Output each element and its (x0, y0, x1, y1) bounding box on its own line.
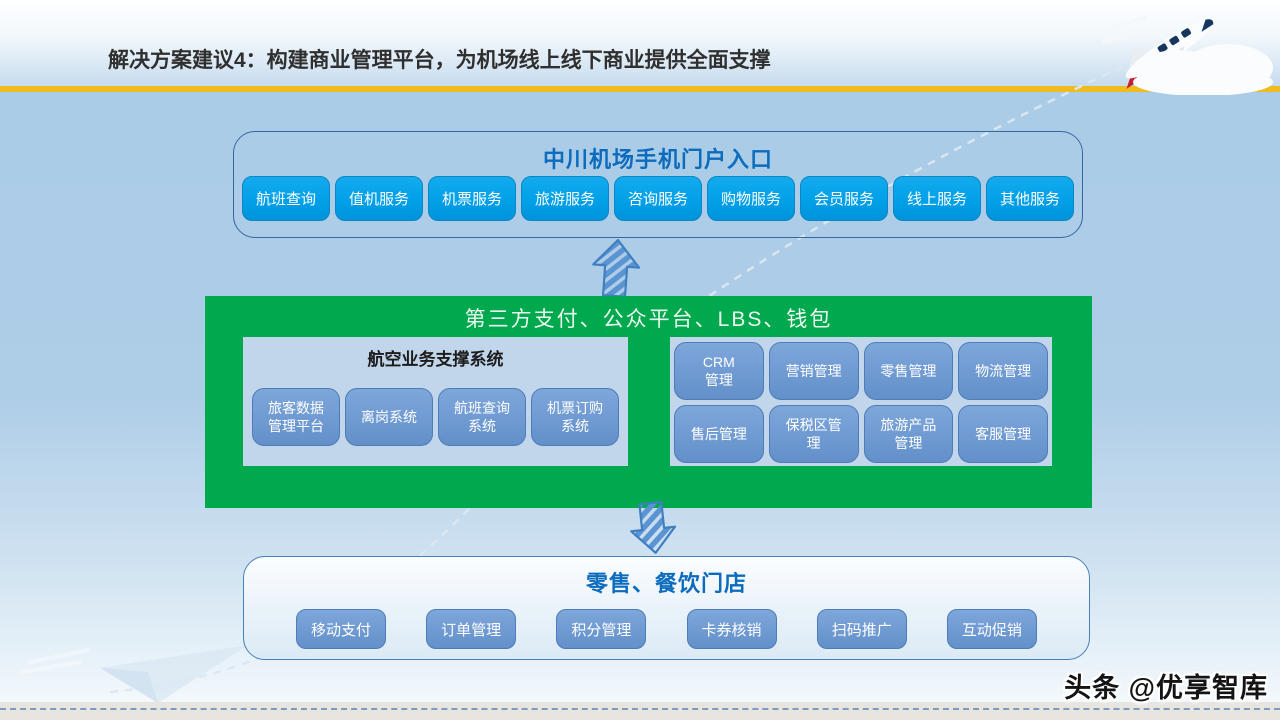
portal-service-button: 其他服务 (986, 176, 1074, 221)
portal-box: 中川机场手机门户入口 航班查询值机服务机票服务旅游服务咨询服务购物服务会员服务线… (233, 131, 1083, 238)
business-module-button: 保税区管 理 (768, 405, 859, 463)
business-module-button: CRM 管理 (674, 342, 764, 400)
store-function-button: 积分管理 (556, 609, 647, 649)
portal-service-button: 值机服务 (335, 176, 423, 221)
business-module-button: 零售管理 (863, 342, 954, 400)
portal-service-button: 购物服务 (707, 176, 795, 221)
portal-service-button: 线上服务 (893, 176, 981, 221)
store-function-button: 订单管理 (426, 609, 517, 649)
aviation-system-button: 航班查询 系统 (438, 388, 526, 446)
business-module-button: 客服管理 (958, 405, 1048, 463)
store-function-button: 移动支付 (296, 609, 386, 649)
portal-service-button: 航班查询 (242, 176, 330, 221)
aviation-panel-title: 航空业务支撑系统 (367, 350, 504, 369)
footer-strip (0, 702, 1280, 720)
portal-title: 中川机场手机门户入口 (542, 147, 773, 172)
platform-title: 第三方支付、公众平台、LBS、钱包 (464, 308, 833, 331)
paper-plane-icon (20, 645, 248, 703)
platform-box: 第三方支付、公众平台、LBS、钱包 航空业务支撑系统 旅客数据 管理平台离岗系统… (205, 296, 1092, 508)
plane-cockpit (1201, 19, 1214, 32)
portal-service-button: 会员服务 (800, 176, 888, 221)
aviation-support-panel: 航空业务支撑系统 旅客数据 管理平台离岗系统航班查询 系统机票订购 系统 (243, 337, 628, 466)
stores-box: 零售、餐饮门店 移动支付订单管理积分管理卡券核销扫码推广互动促销 (243, 556, 1090, 660)
business-button-grid: CRM 管理营销管理零售管理物流管理售后管理保税区管 理旅游产品 管理客服管理 (674, 342, 1048, 463)
aviation-system-button: 离岗系统 (345, 388, 433, 446)
aviation-button-row: 旅客数据 管理平台离岗系统航班查询 系统机票订购 系统 (252, 388, 619, 446)
store-function-button: 卡券核销 (686, 609, 777, 649)
slide-title: 解决方案建议4：构建商业管理平台，为机场线上线下商业提供全面支撑 (108, 49, 771, 72)
store-function-button: 扫码推广 (816, 609, 907, 649)
watermark: 头条 @优享智库 (1064, 673, 1268, 703)
aviation-system-button: 旅客数据 管理平台 (252, 388, 340, 446)
down-arrow-icon (630, 501, 677, 554)
portal-service-button: 咨询服务 (614, 176, 702, 221)
portal-service-button: 旅游服务 (521, 176, 609, 221)
business-module-button: 物流管理 (958, 342, 1048, 400)
business-module-button: 售后管理 (674, 405, 764, 463)
aviation-system-button: 机票订购 系统 (531, 388, 619, 446)
business-module-button: 旅游产品 管理 (863, 405, 954, 463)
up-arrow-icon (592, 238, 641, 298)
store-function-button: 互动促销 (946, 609, 1037, 649)
footer-dashed-line (0, 708, 1280, 710)
portal-button-row: 航班查询值机服务机票服务旅游服务咨询服务购物服务会员服务线上服务其他服务 (242, 176, 1074, 221)
stores-title: 零售、餐饮门店 (585, 571, 747, 596)
speed-lines (1094, 16, 1150, 44)
portal-service-button: 机票服务 (428, 176, 516, 221)
business-module-button: 营销管理 (768, 342, 859, 400)
business-management-panel: CRM 管理营销管理零售管理物流管理售后管理保税区管 理旅游产品 管理客服管理 (670, 337, 1052, 466)
stores-button-row: 移动支付订单管理积分管理卡券核销扫码推广互动促销 (296, 609, 1037, 649)
airplane-cloud-illustration (1094, 16, 1273, 95)
